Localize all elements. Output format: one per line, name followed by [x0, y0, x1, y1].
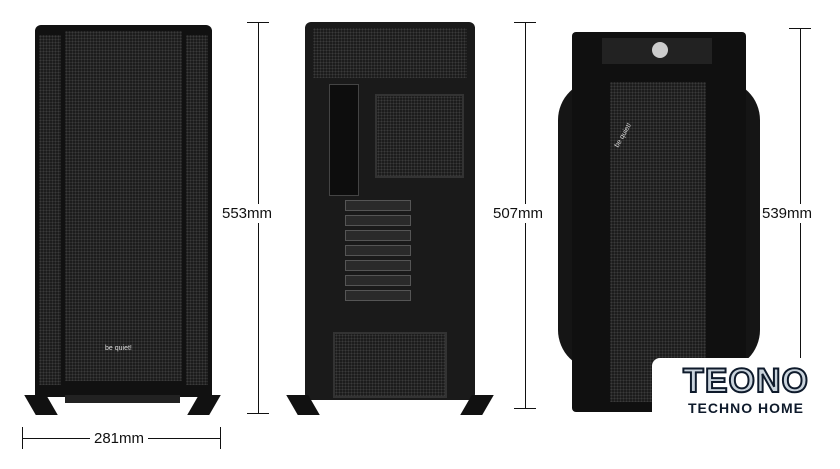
io-panel	[602, 38, 712, 64]
watermark-subtitle: TECHNO HOME	[688, 400, 804, 416]
back-feet	[286, 395, 494, 417]
front-brand-logo: be quiet!	[105, 345, 132, 352]
watermark-title: TEONO	[682, 361, 809, 401]
power-button	[652, 42, 668, 58]
side-height-label: 539mm	[762, 204, 813, 223]
side-height-line	[800, 28, 801, 358]
watermark-logo: TEONO TECHNO HOME	[652, 358, 840, 423]
front-height-label: 553mm	[222, 204, 273, 223]
back-height-label: 507mm	[493, 204, 544, 223]
case-front-view: be quiet!	[35, 25, 212, 397]
front-feet	[24, 395, 221, 417]
front-width-label: 281mm	[90, 429, 149, 448]
case-back-view	[305, 22, 475, 400]
